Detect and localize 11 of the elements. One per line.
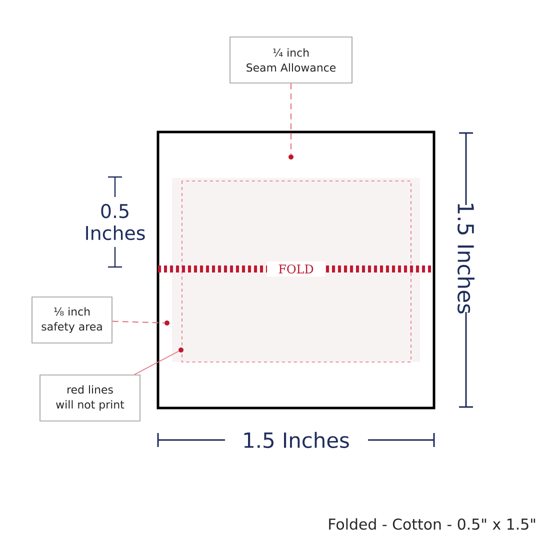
leader-line	[134, 350, 180, 375]
fold-label: FOLD	[267, 261, 325, 277]
callout-box: ⅛ inch safety area	[32, 296, 112, 344]
callout-box: red lines will not print	[40, 374, 140, 422]
caption: Folded - Cotton - 0.5" x 1.5"	[329, 518, 536, 530]
dimension-label: 1.5 Inches	[458, 204, 474, 314]
leader-line	[290, 82, 292, 155]
leader-line	[112, 320, 165, 324]
dimension-label: 0.5 Inches	[86, 204, 145, 240]
callout-box: ¼ inch Seam Allowance	[230, 36, 352, 84]
dimension-label: 1.5 Inches	[244, 432, 349, 448]
